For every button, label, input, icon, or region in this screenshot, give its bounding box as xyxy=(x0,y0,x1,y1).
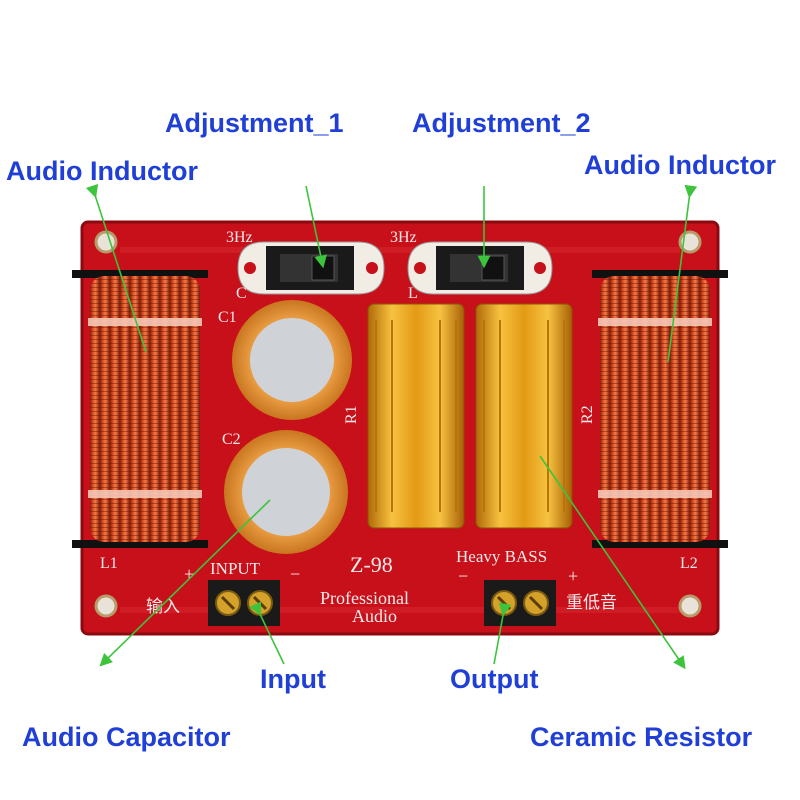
silkscreen: 3Hz 3Hz C L C1 C2 R1 R2 L1 L2 INPUT + − … xyxy=(100,229,698,626)
label-r1: R1 xyxy=(343,405,360,424)
plus-left: + xyxy=(184,564,194,584)
callout-audio-inductor-left: Audio Inductor xyxy=(6,156,198,186)
switch-right-label: 3Hz xyxy=(390,229,417,246)
callout-input: Input xyxy=(260,664,326,694)
mount-hole-bottom-left xyxy=(94,594,118,618)
switch-right xyxy=(407,241,553,295)
inductor-right xyxy=(592,270,728,548)
arrow-resistor xyxy=(539,455,686,670)
inductor-left xyxy=(72,270,208,548)
label-c1: C1 xyxy=(218,309,237,326)
callout-adjustment-2: Adjustment_2 xyxy=(412,108,591,138)
brand-line-2: Audio xyxy=(352,606,397,626)
brand-line-1: Professional xyxy=(320,588,409,608)
arrow-capacitor xyxy=(99,499,271,667)
callout-arrows xyxy=(85,183,698,670)
input-chinese: 输入 xyxy=(146,597,180,616)
minus-left: − xyxy=(290,564,300,584)
arrow-adjustment-1 xyxy=(305,185,327,269)
terminal-input xyxy=(208,580,280,626)
arrow-inductor-left xyxy=(85,183,147,353)
arrow-inductor-right xyxy=(667,184,698,363)
callout-audio-inductor-right: Audio Inductor xyxy=(584,150,776,180)
resistor-r2 xyxy=(475,303,573,529)
terminal-output xyxy=(484,580,556,626)
minus-right: − xyxy=(458,566,468,586)
callout-ceramic-resistor: Ceramic Resistor xyxy=(530,722,753,752)
label-r2: R2 xyxy=(579,405,596,424)
label-c: C xyxy=(236,285,247,302)
mount-hole-top-left xyxy=(94,230,118,254)
capacitor-c2 xyxy=(224,430,348,554)
switch-left-label: 3Hz xyxy=(226,229,253,246)
label-l: L xyxy=(408,285,418,302)
resistor-r1 xyxy=(367,303,465,529)
callout-adjustment-1: Adjustment_1 xyxy=(165,108,344,138)
label-c2: C2 xyxy=(222,431,241,448)
callout-output: Output xyxy=(450,664,539,694)
heavy-bass-label: Heavy BASS xyxy=(456,547,547,566)
arrow-input xyxy=(249,601,285,665)
bass-chinese: 重低音 xyxy=(566,593,617,612)
label-l2: L2 xyxy=(680,555,698,572)
mount-hole-bottom-right xyxy=(678,594,702,618)
plus-right: + xyxy=(568,566,578,586)
model-label: Z-98 xyxy=(350,552,393,577)
callout-audio-capacitor: Audio Capacitor xyxy=(22,722,231,752)
arrow-output xyxy=(493,602,512,665)
label-l1: L1 xyxy=(100,555,118,572)
input-label: INPUT xyxy=(210,559,261,578)
mount-hole-top-right xyxy=(678,230,702,254)
switch-left xyxy=(237,241,385,295)
capacitor-c1 xyxy=(232,300,352,420)
